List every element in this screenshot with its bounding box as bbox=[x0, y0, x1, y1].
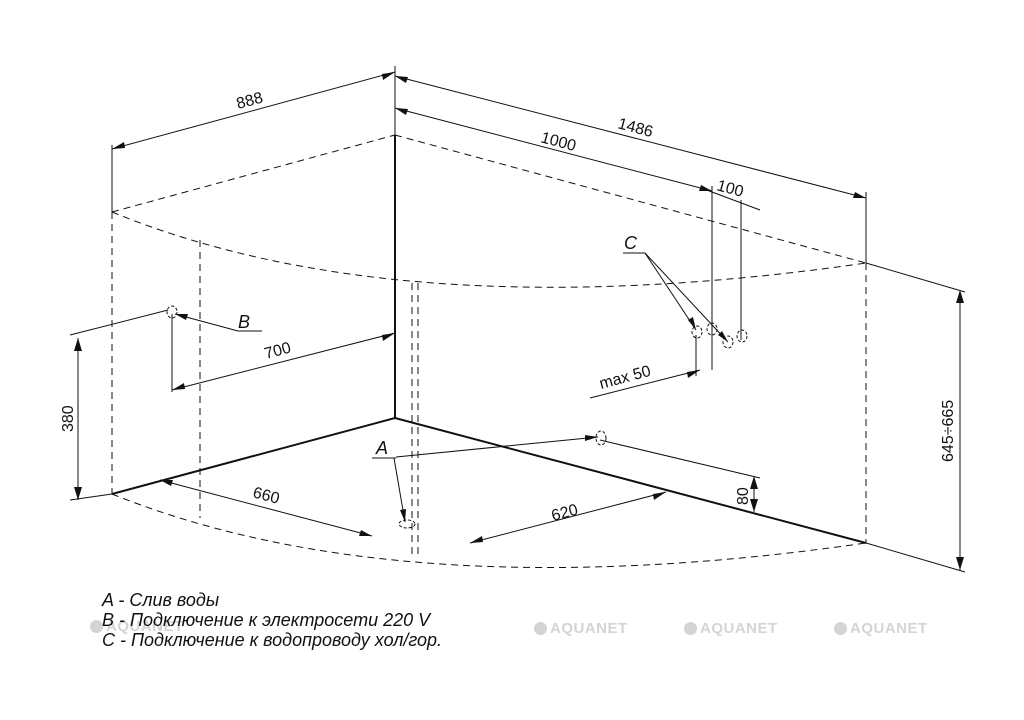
dim-max50-text: max 50 bbox=[598, 363, 653, 393]
c-leader-2 bbox=[644, 252, 729, 343]
rim-front-arc-dashed bbox=[111, 211, 867, 288]
point-c-marker-2 bbox=[706, 322, 718, 336]
arrow-1486-left bbox=[395, 76, 408, 83]
dim-1000-line bbox=[394, 107, 713, 192]
arrow-380-top bbox=[74, 338, 82, 351]
legend-item-c: C - Подключение к водопроводу хол/гор. bbox=[102, 630, 443, 650]
point-b-marker bbox=[166, 305, 178, 319]
point-a-drain-marker bbox=[398, 519, 416, 529]
rim-left-dashed bbox=[111, 134, 396, 213]
aquanet-logo-icon bbox=[684, 622, 697, 635]
dim-380-ext-bottom bbox=[69, 493, 113, 501]
arrow-80-top bbox=[750, 476, 758, 489]
arrow-a-drain bbox=[400, 509, 406, 522]
arrow-700-right bbox=[382, 333, 395, 341]
arrow-1000-left bbox=[395, 108, 408, 115]
arrow-620-left bbox=[470, 536, 483, 543]
legend: A - Слив воды B - Подключение к электрос… bbox=[102, 590, 442, 650]
arrow-c-1 bbox=[688, 317, 696, 330]
arrow-380-bottom bbox=[74, 487, 82, 500]
aquanet-logo-icon bbox=[834, 622, 847, 635]
dim-100-text: 100 bbox=[715, 177, 745, 200]
dim-100-line bbox=[703, 188, 761, 211]
watermark-aquanet-0: AQUANET bbox=[90, 618, 184, 635]
dim-620-text: 620 bbox=[550, 502, 580, 525]
dim-888-line bbox=[111, 71, 396, 150]
watermark-aquanet-1: AQUANET bbox=[534, 620, 628, 637]
arrow-888-right bbox=[382, 72, 395, 80]
arrow-620-right bbox=[653, 492, 666, 500]
label-c: C bbox=[624, 233, 638, 253]
watermark-aquanet-2: AQUANET bbox=[684, 620, 778, 637]
dim-380-ext-top bbox=[69, 309, 169, 336]
arrow-888-left bbox=[112, 142, 125, 149]
aquanet-logo-icon bbox=[534, 622, 547, 635]
dim-80-text: 80 bbox=[735, 487, 752, 505]
point-c-marker-4 bbox=[736, 329, 748, 343]
dim-645-ext-bottom bbox=[865, 542, 966, 573]
dim-700-text: 700 bbox=[263, 340, 293, 363]
arrow-645-top bbox=[956, 290, 964, 303]
legend-item-a: A - Слив воды bbox=[102, 590, 220, 610]
a-leader-overflow bbox=[395, 436, 599, 458]
dim-1486-line bbox=[394, 75, 867, 199]
arrow-max50 bbox=[687, 370, 700, 378]
floor-front-arc-dashed bbox=[111, 493, 867, 569]
label-b: B bbox=[238, 312, 250, 332]
arrow-a-overflow bbox=[585, 435, 598, 441]
point-a-overflow-marker bbox=[595, 430, 607, 446]
dim-645-text: 645÷665 bbox=[940, 400, 957, 462]
label-a: A bbox=[375, 438, 388, 458]
arrow-660-left bbox=[160, 480, 173, 486]
dim-645-ext-top bbox=[865, 262, 966, 293]
floor-right-edge bbox=[394, 417, 867, 544]
dim-380-text: 380 bbox=[60, 405, 77, 432]
floor-left-edge bbox=[111, 417, 396, 495]
aquanet-logo-icon bbox=[90, 620, 103, 633]
arrow-c-2 bbox=[718, 331, 728, 342]
dim-max50-line bbox=[589, 369, 701, 399]
dim-660-line bbox=[159, 479, 373, 537]
dim-660-text: 660 bbox=[251, 484, 281, 507]
rim-right-dashed bbox=[394, 134, 867, 264]
dim-888-text: 888 bbox=[235, 90, 265, 113]
dim-1486-text: 1486 bbox=[616, 115, 655, 141]
arrow-1000-right bbox=[699, 185, 712, 191]
dim-700-line bbox=[171, 332, 396, 391]
point-c-marker-3 bbox=[722, 335, 734, 349]
arrow-80-bottom bbox=[750, 499, 758, 512]
arrow-660-right bbox=[359, 530, 372, 536]
dim-80-ext-top bbox=[599, 439, 761, 479]
dim-620-line bbox=[469, 491, 667, 544]
c-leader-1 bbox=[644, 252, 697, 331]
arrow-700-left bbox=[172, 383, 185, 390]
point-c-marker-1 bbox=[691, 325, 703, 339]
legend-item-b: B - Подключение к электросети 220 V bbox=[102, 610, 431, 630]
arrow-645-bottom bbox=[956, 557, 964, 570]
watermark-aquanet-3: AQUANET bbox=[834, 620, 928, 637]
arrow-b-leader bbox=[175, 314, 188, 320]
arrow-1486-right bbox=[853, 192, 866, 198]
